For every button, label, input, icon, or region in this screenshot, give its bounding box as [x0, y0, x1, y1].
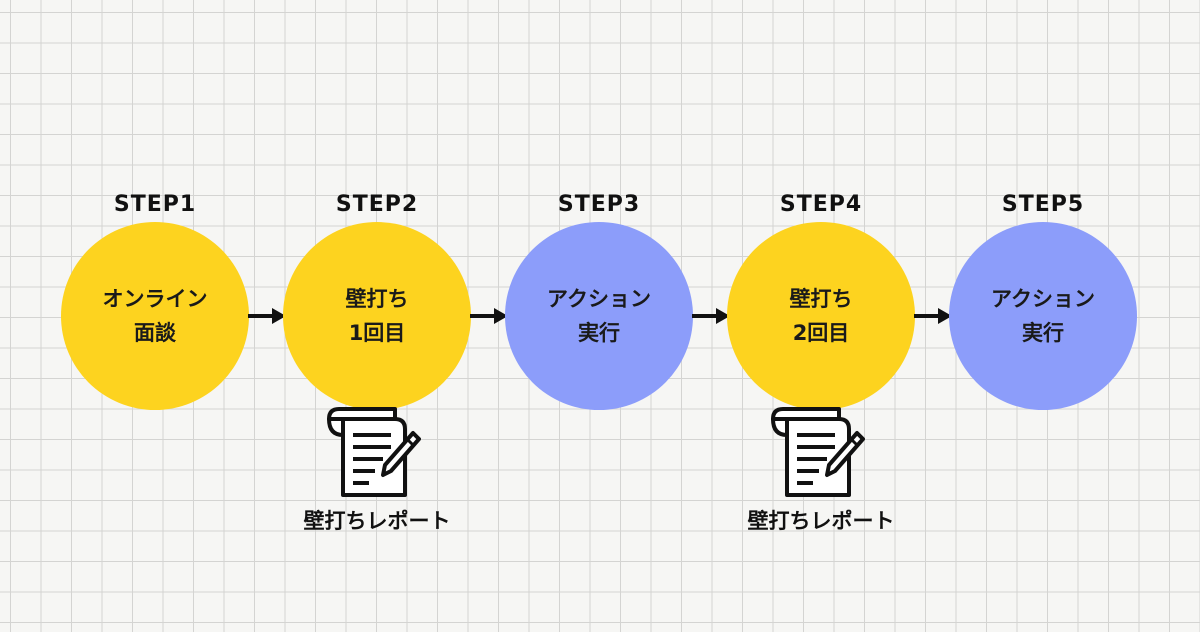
report-step-2: 壁打ちレポート	[277, 405, 477, 535]
report-step-4: 壁打ちレポート	[721, 405, 921, 535]
arrow-right-icon	[248, 308, 286, 324]
step-4-subtitle: 2回目	[792, 321, 850, 345]
step-4-label: STEP4	[779, 192, 863, 217]
report-label: 壁打ちレポート	[303, 509, 451, 533]
step-2-label: STEP2	[335, 192, 419, 217]
arrow-right-icon	[692, 308, 730, 324]
document-pen-icon	[771, 407, 865, 497]
step-5-circle: アクション 実行	[949, 222, 1137, 410]
step-2-title: 壁打ち	[345, 287, 409, 311]
step-4-title: 壁打ち	[789, 287, 853, 311]
step-1-title: オンライン	[102, 287, 208, 311]
step-5-subtitle: 実行	[1022, 321, 1064, 345]
step-5-title: アクション	[991, 287, 1095, 311]
step-3-circle: アクション 実行	[505, 222, 693, 410]
step-2-subtitle: 1回目	[348, 321, 406, 345]
step-3-subtitle: 実行	[578, 321, 620, 345]
step-1-label: STEP1	[113, 192, 197, 217]
step-5-label: STEP5	[1001, 192, 1085, 217]
document-pen-icon	[327, 407, 421, 497]
step-3-label: STEP3	[557, 192, 641, 217]
step-3-title: アクション	[547, 287, 651, 311]
step-2-circle: 壁打ち 1回目	[283, 222, 471, 410]
arrow-right-icon	[914, 308, 952, 324]
step-4-circle: 壁打ち 2回目	[727, 222, 915, 410]
report-label: 壁打ちレポート	[747, 509, 895, 533]
arrow-right-icon	[470, 308, 508, 324]
step-1-circle: オンライン 面談	[61, 222, 249, 410]
step-1-subtitle: 面談	[134, 321, 176, 345]
